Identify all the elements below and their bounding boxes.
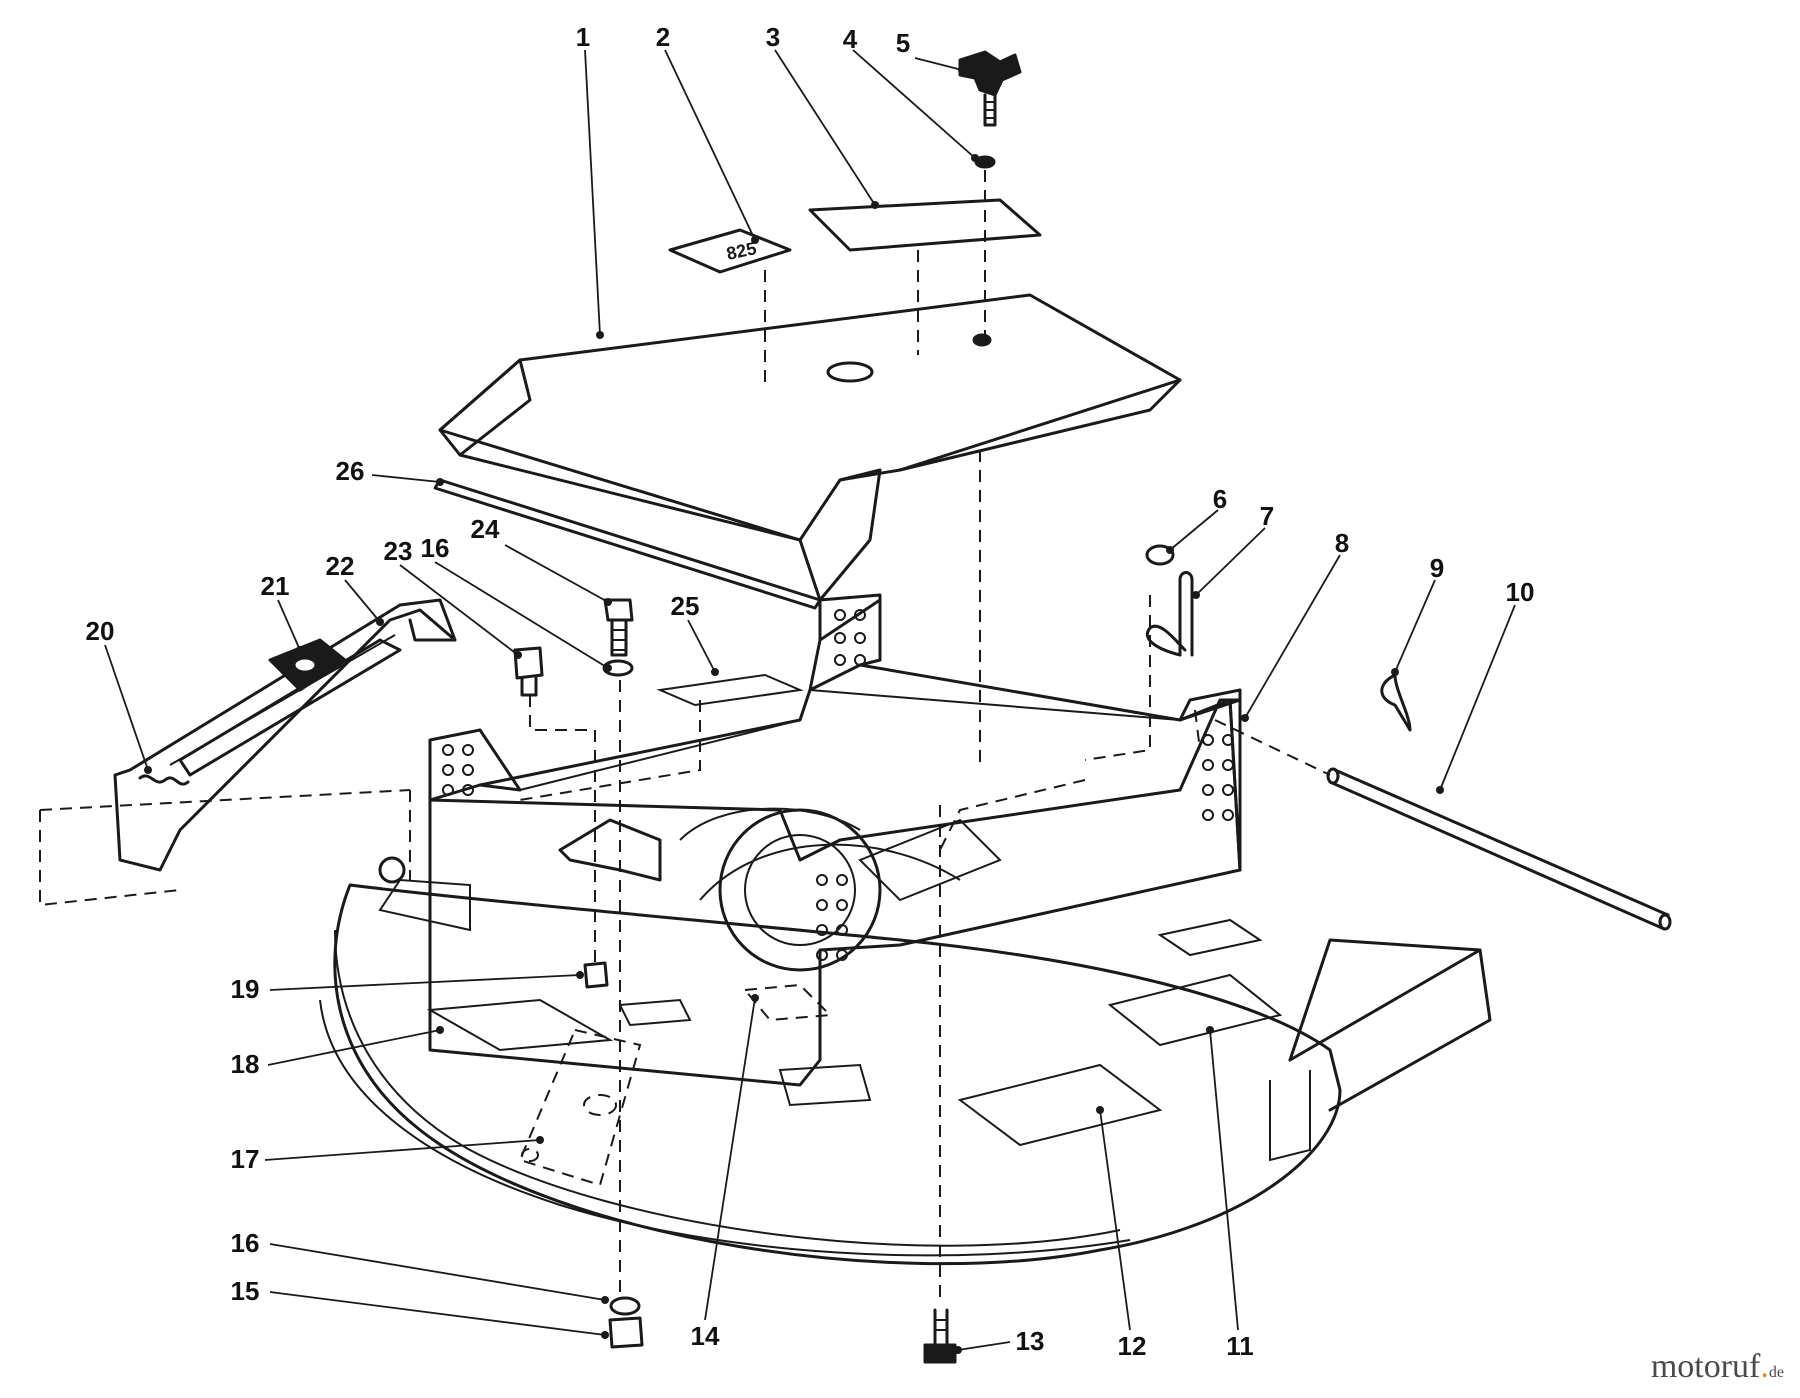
decal-25 xyxy=(656,673,804,707)
watermark-dot: . xyxy=(1760,1348,1769,1385)
callout-19: 19 xyxy=(231,974,260,1004)
callout-7: 7 xyxy=(1260,501,1274,531)
decal-number-plate: 825 xyxy=(668,228,792,274)
cover-plate xyxy=(438,293,1182,602)
callout-12: 12 xyxy=(1118,1331,1147,1361)
bolt-24 xyxy=(603,598,634,657)
callout-20: 20 xyxy=(86,616,115,646)
callout-15: 15 xyxy=(231,1276,260,1306)
callout-25: 25 xyxy=(671,591,700,621)
callout-21: 21 xyxy=(261,571,290,601)
washer-4 xyxy=(974,155,996,169)
callout-14: 14 xyxy=(691,1321,720,1351)
nut-19 xyxy=(583,961,609,989)
callout-leaders xyxy=(104,49,1516,1354)
callout-5: 5 xyxy=(896,28,910,58)
callout-2: 2 xyxy=(656,22,670,52)
deck-decal-11 xyxy=(1107,973,1283,1047)
knob xyxy=(958,50,1022,127)
frame-holes-back xyxy=(834,609,866,666)
callout-16-upper: 16 xyxy=(421,533,450,563)
callout-8: 8 xyxy=(1335,528,1349,558)
blade xyxy=(518,1028,642,1187)
deck-decal-12 xyxy=(957,1063,1163,1147)
assembly-lines xyxy=(39,170,1331,1300)
callout-3: 3 xyxy=(766,22,780,52)
decal-14 xyxy=(743,983,833,1022)
callout-18: 18 xyxy=(231,1049,260,1079)
frame-holes-left xyxy=(442,744,474,796)
callout-16-lower: 16 xyxy=(231,1228,260,1258)
axle-rod-10 xyxy=(1326,767,1672,931)
engine-mount-frame xyxy=(428,593,1242,1087)
deck-decal-18 xyxy=(426,998,614,1052)
nut-15 xyxy=(608,1316,644,1349)
frame-holes-front xyxy=(816,874,848,961)
callout-22: 22 xyxy=(326,551,355,581)
bolt-13 xyxy=(923,1308,957,1364)
watermark-brand: motoruf xyxy=(1650,1348,1761,1385)
callout-9: 9 xyxy=(1430,553,1444,583)
callout-13: 13 xyxy=(1016,1326,1045,1356)
callout-24: 24 xyxy=(471,514,500,544)
hairpin-9 xyxy=(1380,673,1412,732)
callout-6: 6 xyxy=(1213,484,1227,514)
callout-26: 26 xyxy=(336,456,365,486)
callout-4: 4 xyxy=(843,24,858,54)
callout-23: 23 xyxy=(384,536,413,566)
pin-7 xyxy=(1146,571,1194,657)
washer-16-lower xyxy=(609,1296,641,1316)
callout-1: 1 xyxy=(576,22,590,52)
frame-holes-right xyxy=(1202,734,1234,821)
lock-nut-6 xyxy=(1145,544,1175,566)
callout-11: 11 xyxy=(1226,1331,1254,1361)
callout-10: 10 xyxy=(1506,577,1535,607)
seal-strip xyxy=(433,478,822,610)
decal-plate-3 xyxy=(808,198,1042,252)
watermark: motoruf.de xyxy=(1651,1348,1784,1386)
deflector-assembly xyxy=(113,598,457,872)
watermark-tld: de xyxy=(1768,1364,1784,1381)
deck-housing xyxy=(319,807,1492,1266)
callout-17: 17 xyxy=(231,1144,260,1174)
callout-labels: 1 2 3 4 5 6 7 8 9 10 11 12 13 14 15 16 1… xyxy=(86,22,1535,1361)
